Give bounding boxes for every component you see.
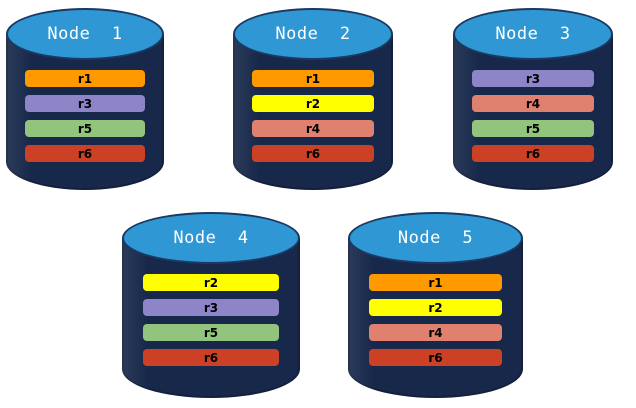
- replica-list: r1 r3 r5 r6: [6, 70, 164, 162]
- replica-bar: r5: [143, 324, 279, 341]
- node-top-ellipse: [348, 212, 523, 264]
- replica-bar: r4: [369, 324, 502, 341]
- node-label: Node 1: [47, 24, 123, 44]
- replica-bar: r1: [252, 70, 374, 87]
- replica-bar: r1: [369, 274, 502, 291]
- node-cylinder: Node 1 r1 r3 r5 r6: [6, 8, 164, 190]
- node-cylinder: Node 2 r1 r2 r4 r6: [233, 8, 393, 190]
- node-body: [453, 34, 613, 190]
- node-cylinder: Node 4 r2 r3 r5 r6: [122, 212, 300, 398]
- replica-bar: r3: [24, 95, 146, 112]
- replica-bar: r2: [143, 274, 279, 291]
- replica-bar: r4: [472, 95, 594, 112]
- replica-bar: r4: [252, 120, 374, 137]
- replica-bar: r5: [24, 120, 146, 137]
- replica-bar: r6: [24, 145, 146, 162]
- node-cylinder: Node 3 r3 r4 r5 r6: [453, 8, 613, 190]
- node-label: Node 2: [275, 24, 351, 44]
- replica-bar: r6: [143, 349, 279, 366]
- replica-list: r3 r4 r5 r6: [453, 70, 613, 162]
- node-body: [233, 34, 393, 190]
- node-body: [348, 238, 523, 398]
- node-label: Node 3: [495, 24, 571, 44]
- replica-list: r1 r2 r4 r6: [233, 70, 393, 162]
- replica-bar: r6: [472, 145, 594, 162]
- node-label: Node 4: [173, 228, 249, 248]
- replica-bar: r2: [369, 299, 502, 316]
- replica-bar: r3: [143, 299, 279, 316]
- replica-bar: r3: [472, 70, 594, 87]
- node-top-ellipse: [6, 8, 164, 60]
- replica-bar: r5: [472, 120, 594, 137]
- replica-list: r1 r2 r4 r6: [348, 274, 523, 366]
- node-top-ellipse: [233, 8, 393, 60]
- replica-bar: r6: [252, 145, 374, 162]
- node-top-ellipse: [122, 212, 300, 264]
- replica-bar: r1: [24, 70, 146, 87]
- replica-list: r2 r3 r5 r6: [122, 274, 300, 366]
- node-body: [122, 238, 300, 398]
- replica-bar: r2: [252, 95, 374, 112]
- replica-bar: r6: [369, 349, 502, 366]
- node-label: Node 5: [397, 228, 474, 248]
- node-top-ellipse: [453, 8, 613, 60]
- node-cylinder: Node 5 r1 r2 r4 r6: [348, 212, 523, 398]
